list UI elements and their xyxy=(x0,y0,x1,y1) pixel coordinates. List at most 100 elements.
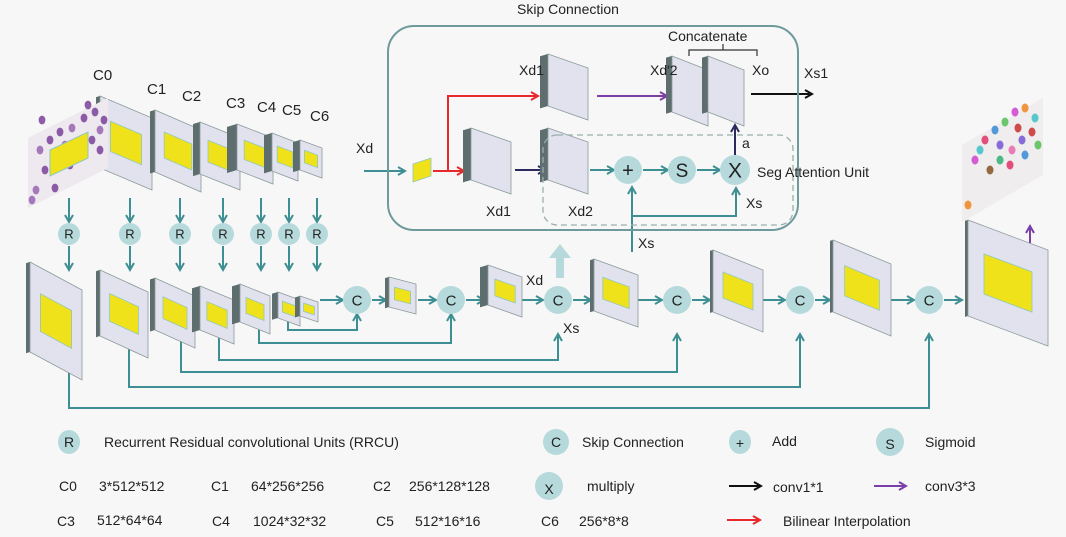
segmented-cell xyxy=(1021,103,1029,113)
feature-map-highlight xyxy=(844,265,880,311)
decoder-block-2 xyxy=(480,264,523,318)
segmented-cell xyxy=(1006,160,1014,170)
block-side xyxy=(264,133,272,174)
feature-map-highlight xyxy=(245,296,265,322)
skip-node-4-symbol: C xyxy=(795,292,806,309)
rrcu-output-block-3 xyxy=(192,285,235,345)
cell-nucleus xyxy=(28,195,36,205)
cell-nucleus xyxy=(80,113,88,123)
segmented-cell xyxy=(1008,145,1016,155)
skip-line-c0 xyxy=(68,334,929,409)
skip-node-2 xyxy=(544,286,572,314)
attention-a-label: a xyxy=(742,135,750,151)
block-side xyxy=(590,259,594,313)
xd1-bottom-block xyxy=(463,127,512,195)
skip-node-5-symbol: C xyxy=(924,292,935,309)
xs-input-label: Xs xyxy=(638,235,654,251)
segmented-cell xyxy=(991,125,999,135)
rrcu-node-3-symbol: R xyxy=(218,227,227,242)
rrcu-output-block-0 xyxy=(26,261,83,381)
segmented-cell xyxy=(1014,123,1022,133)
encoder-label-c0: C0 xyxy=(93,67,112,84)
feature-map-highlight xyxy=(207,139,233,173)
legend-multiply-icon xyxy=(535,472,563,500)
rrcu-node-4-symbol: R xyxy=(256,227,265,242)
block-side xyxy=(463,128,471,183)
cell-nucleus xyxy=(38,115,46,125)
rrcu-node-3 xyxy=(212,223,234,245)
xd-feature-patch xyxy=(412,157,432,183)
rrcu-node-2 xyxy=(169,223,191,245)
expand-up-arrow-icon xyxy=(549,244,571,278)
skip-node-5 xyxy=(915,286,943,314)
xd1-bottom-label: Xd1 xyxy=(486,203,511,219)
block-side xyxy=(232,284,240,325)
rrcu-output-block-5 xyxy=(272,291,301,327)
bilinear-arrow-top xyxy=(447,96,538,171)
legend-c4-key: C4 xyxy=(212,513,230,529)
feature-map-highlight xyxy=(206,300,228,330)
legend-rrcu-symbol: R xyxy=(64,434,74,450)
block-side xyxy=(295,296,300,318)
decoder-block-4 xyxy=(710,249,764,333)
cell-nucleus xyxy=(46,135,54,145)
block-side xyxy=(272,292,278,320)
segmented-cell xyxy=(1031,113,1039,123)
feature-map-highlight xyxy=(163,131,193,171)
skip-line-c1 xyxy=(128,318,800,388)
block-face xyxy=(547,127,589,195)
decoder-block-output xyxy=(965,219,1049,347)
block-side xyxy=(702,56,708,114)
rrcu-output-block-1 xyxy=(96,269,149,359)
block-side xyxy=(830,240,833,313)
segmented-cell xyxy=(986,165,994,175)
xd2-label: Xd2 xyxy=(568,203,593,219)
block-side xyxy=(480,265,488,308)
skip-node-1 xyxy=(437,286,465,314)
feature-map-highlight xyxy=(276,145,294,169)
encoder-label-c3: C3 xyxy=(226,95,245,112)
block-side xyxy=(965,220,968,317)
decoder-block-1 xyxy=(385,276,417,315)
segmented-cell xyxy=(964,200,972,210)
rrcu-output-block-4 xyxy=(232,283,271,335)
xo-block xyxy=(702,55,745,127)
feature-map-highlight xyxy=(303,302,315,316)
segmented-cell xyxy=(1021,150,1029,160)
legend-c1-value: 64*256*256 xyxy=(251,478,324,494)
legend-c4-value: 1024*32*32 xyxy=(253,513,326,529)
input-feature-highlight xyxy=(49,131,89,177)
legend-c0-key: C0 xyxy=(59,478,77,494)
legend-c6-value: 256*8*8 xyxy=(579,513,629,529)
legend-conv1-text: conv1*1 xyxy=(773,479,824,495)
encoder-block-c6 xyxy=(293,139,323,179)
feature-map-highlight xyxy=(162,296,188,330)
legend-rrcu-text: Recurrent Residual convolutional Units (… xyxy=(104,434,399,450)
legend-c5-value: 512*16*16 xyxy=(415,513,481,529)
xd1-top-block xyxy=(540,53,589,121)
feature-map-highlight xyxy=(393,286,412,305)
rrcu-node-0 xyxy=(58,223,80,245)
legend-skip-symbol: C xyxy=(551,434,561,450)
feature-map-highlight xyxy=(494,278,516,304)
rrcu-node-5 xyxy=(278,223,300,245)
legend-multiply-symbol: X xyxy=(544,481,554,497)
legend-skip-icon xyxy=(543,429,569,455)
feature-map-highlight xyxy=(303,149,319,169)
decoder-block-3 xyxy=(590,258,639,328)
legend-sigmoid-icon xyxy=(876,428,904,456)
xs-inner-label: Xs xyxy=(746,195,762,211)
block-side xyxy=(150,110,155,174)
skip-connection-title: Skip Connection xyxy=(517,1,619,17)
cell-nucleus xyxy=(96,145,104,155)
block-side xyxy=(150,278,155,332)
block-side xyxy=(710,250,713,313)
legend-multiply-text: multiply xyxy=(587,478,634,494)
cell-nucleus xyxy=(36,145,44,155)
rrcu-node-1-symbol: R xyxy=(125,227,134,242)
rrcu-output-block-6 xyxy=(295,295,319,323)
segmented-cell xyxy=(976,145,984,155)
feature-blocks xyxy=(26,53,1049,381)
rrcu-node-6 xyxy=(306,223,328,245)
